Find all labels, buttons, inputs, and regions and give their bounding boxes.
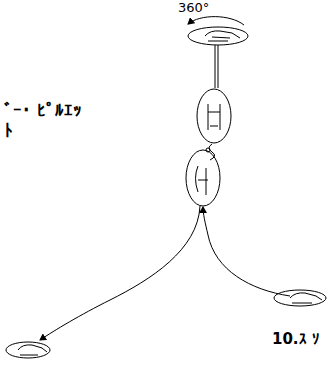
angle-label: 360° (178, 0, 238, 16)
maneuver-name: ﾞｰ･ ﾋﾟﾙｴｯﾄ (4, 100, 88, 141)
maneuver-number: 10.ｽ ｿ (272, 330, 328, 348)
